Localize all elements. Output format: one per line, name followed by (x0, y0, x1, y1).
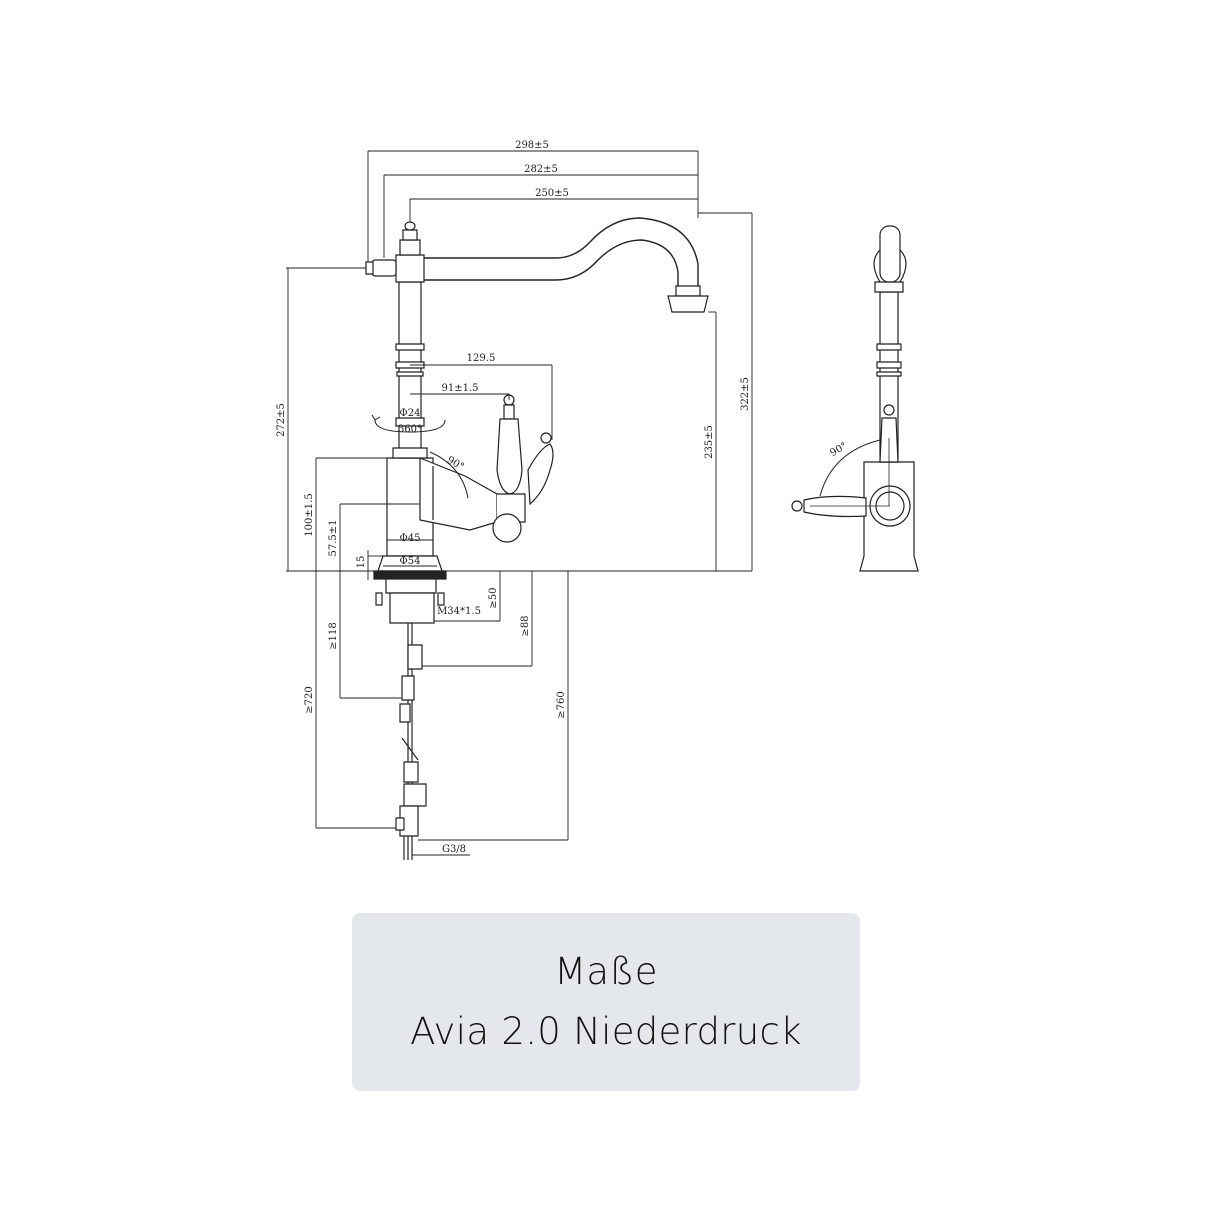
faucet-front-view (286, 218, 752, 860)
dim-50: ≥50 (488, 587, 499, 608)
caption-title: Maße (554, 950, 658, 993)
dim-118: ≥118 (328, 622, 339, 649)
dim-298: 298±5 (515, 140, 549, 151)
dim-15: 15 (356, 556, 367, 569)
faucet-dimension-drawing: 298±5 282±5 250±5 129.5 91±1.5 Φ24 360° … (276, 140, 1214, 900)
dim-100: 100±1.5 (304, 493, 315, 536)
dimension-lines (286, 151, 752, 855)
dim-m34: M34*1.5 (437, 606, 481, 617)
dim-d54: Φ54 (400, 556, 421, 567)
dim-282: 282±5 (524, 164, 558, 175)
dim-d24: Φ24 (400, 408, 421, 419)
dim-91: 91±1.5 (441, 383, 478, 394)
faucet-side-view (792, 226, 918, 571)
caption-box: Maße Avia 2.0 Niederdruck (352, 913, 860, 1091)
dim-57-5: 57.5±1 (328, 519, 339, 556)
dim-760: ≥760 (556, 691, 567, 718)
dim-720: ≥720 (304, 686, 315, 713)
dim-322: 322±5 (740, 377, 751, 411)
dim-272: 272±5 (276, 403, 287, 437)
dim-235: 235±5 (704, 425, 715, 459)
caption-product-name: Avia 2.0 Niederdruck (410, 1010, 802, 1053)
dim-g3-8: G3/8 (442, 844, 466, 855)
dim-d45: Φ45 (400, 533, 421, 544)
dim-250: 250±5 (535, 188, 569, 199)
dimension-labels: 298±5 282±5 250±5 129.5 91±1.5 Φ24 360° … (276, 140, 849, 855)
dim-88: ≥88 (520, 615, 531, 636)
dim-360-deg: 360° (398, 424, 422, 435)
dim-129-5: 129.5 (467, 353, 496, 364)
